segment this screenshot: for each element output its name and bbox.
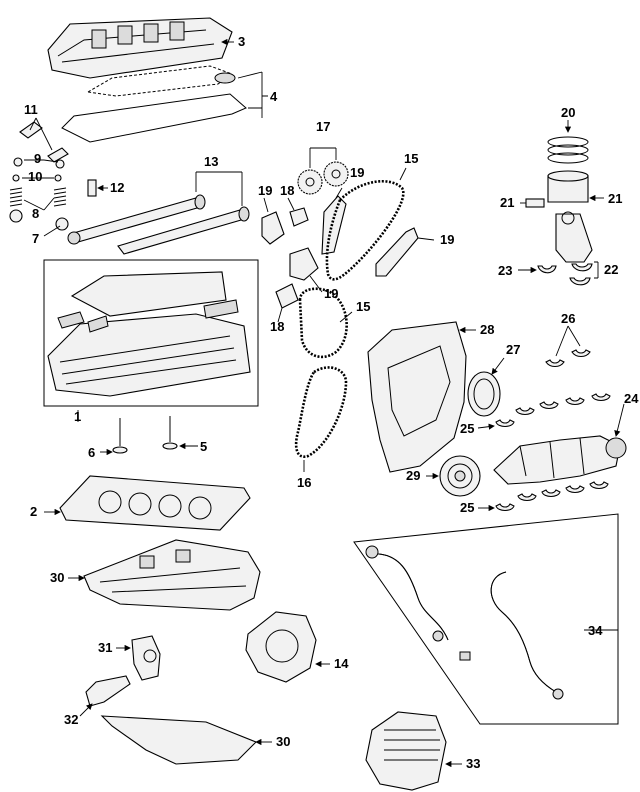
callout-19-middle: 19 xyxy=(350,165,365,180)
oil-cooler xyxy=(365,711,447,791)
upper-oil-pan xyxy=(83,539,261,611)
timing-chain-middle xyxy=(298,287,348,359)
rod-bearings xyxy=(537,263,593,286)
callout-10: 10 xyxy=(28,169,43,184)
valve-cover-gaskets xyxy=(61,65,247,143)
callout-20: 20 xyxy=(561,105,576,120)
callout-19-lower: 19 xyxy=(324,286,339,301)
callout-2: 2 xyxy=(30,504,38,519)
callout-17: 17 xyxy=(316,119,331,134)
callout-21-left: 21 xyxy=(500,195,515,210)
callout-27: 27 xyxy=(506,342,521,357)
callout-13: 13 xyxy=(204,154,219,169)
callout-6: 6 xyxy=(88,445,96,460)
callout-14: 14 xyxy=(334,656,349,671)
camshafts xyxy=(67,194,250,255)
main-bearings-lower xyxy=(495,481,609,512)
callout-25-upper: 25 xyxy=(460,421,475,436)
timing-chain-lower xyxy=(294,366,348,458)
callout-21-right: 21 xyxy=(608,191,623,206)
callout-29: 29 xyxy=(406,468,421,483)
callout-15-upper: 15 xyxy=(404,151,419,166)
chain-tensioners xyxy=(261,195,419,309)
callout-22: 22 xyxy=(604,262,619,277)
coolant-hoses xyxy=(365,545,564,700)
callout-19-right: 19 xyxy=(440,232,455,247)
callout-11: 11 xyxy=(24,102,38,117)
dowel-pin xyxy=(87,179,97,197)
callout-7: 7 xyxy=(32,231,40,246)
front-cover xyxy=(367,321,467,473)
main-bearings-upper xyxy=(495,393,611,428)
callout-30-lower: 30 xyxy=(276,734,291,749)
oil-pickup xyxy=(85,675,131,707)
callout-34: 34 xyxy=(588,623,603,638)
callout-1: 1 xyxy=(74,409,82,424)
cylinder-head xyxy=(47,271,251,397)
piston-assembly xyxy=(525,136,593,263)
valve-cover xyxy=(47,17,233,79)
head-gasket xyxy=(59,475,251,531)
callout-12: 12 xyxy=(110,180,125,195)
timing-chain-upper xyxy=(325,180,405,281)
rear-seal-housing xyxy=(245,611,317,683)
callout-31: 31 xyxy=(98,640,113,655)
callout-18-lower: 18 xyxy=(270,319,285,334)
callout-23: 23 xyxy=(498,263,513,278)
callout-16: 16 xyxy=(297,475,312,490)
callout-33: 33 xyxy=(466,756,481,771)
callout-8: 8 xyxy=(32,206,40,221)
callout-3: 3 xyxy=(238,34,246,49)
callout-18-upper: 18 xyxy=(280,183,295,198)
callout-9: 9 xyxy=(34,151,42,166)
callout-24: 24 xyxy=(624,391,639,406)
cylinder-head-box xyxy=(43,259,259,407)
crankshaft xyxy=(493,435,627,485)
hose-box xyxy=(353,513,619,725)
valves xyxy=(112,416,178,454)
callout-32: 32 xyxy=(64,712,79,727)
cam-sprockets xyxy=(297,161,349,195)
callout-15-lower: 15 xyxy=(356,299,371,314)
crank-damper xyxy=(439,455,481,497)
lower-oil-pan xyxy=(100,715,257,765)
thrust-washers xyxy=(545,349,591,368)
callout-30-upper: 30 xyxy=(50,570,65,585)
callout-25-lower: 25 xyxy=(460,500,475,515)
oil-pump xyxy=(131,635,161,681)
front-seal xyxy=(467,371,501,417)
callout-5: 5 xyxy=(200,439,208,454)
callout-28: 28 xyxy=(480,322,495,337)
callout-26: 26 xyxy=(561,311,576,326)
callout-19-left: 19 xyxy=(258,183,273,198)
callout-4: 4 xyxy=(270,89,278,104)
